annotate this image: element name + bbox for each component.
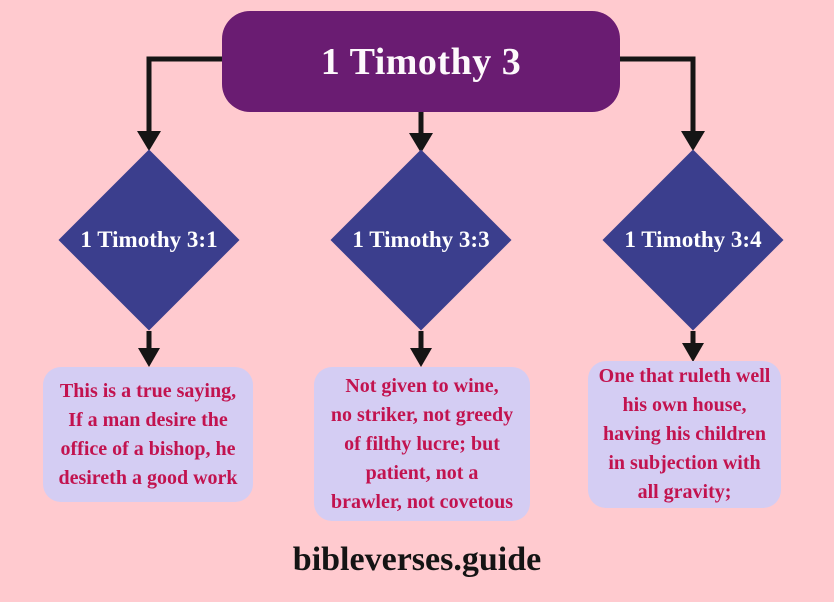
connector-root-to-diamond-3 [620,56,705,151]
verse-text: One that ruleth well his own house, havi… [598,365,771,503]
connector-root-to-diamond-2 [409,112,433,153]
connector-diamond-3-to-box-3 [682,331,704,362]
root-node-title: 1 Timothy 3 [320,40,522,83]
verse-box-1-timothy-3-1: This is a true saying, If a man desire t… [43,367,253,502]
verse-box-1-timothy-3-4: One that ruleth well his own house, havi… [588,361,781,508]
arrowhead-down-icon [138,348,160,367]
arrowhead-down-icon [410,348,432,367]
verse-text: This is a true saying, If a man desire t… [58,379,238,489]
verse-text: Not given to wine, no striker, not greed… [330,374,514,513]
site-brand-text: bibleverses.guide [292,541,542,578]
verse-box-1-timothy-3-3: Not given to wine, no striker, not greed… [314,367,530,521]
arrowhead-down-icon [682,343,704,362]
arrowhead-down-icon [681,131,705,151]
connector-diamond-1-to-box-1 [138,331,160,367]
root-node-1-timothy-3: 1 Timothy 3 [222,11,620,112]
diamond-label-1-timothy-3-3: 1 Timothy 3:3 [352,227,490,252]
diamond-label-1-timothy-3-4: 1 Timothy 3:4 [624,227,762,252]
connector-root-to-diamond-1 [137,56,222,151]
diamond-label-1-timothy-3-1: 1 Timothy 3:1 [80,227,218,252]
connector-diamond-2-to-box-2 [410,331,432,367]
arrowhead-down-icon [137,131,161,151]
